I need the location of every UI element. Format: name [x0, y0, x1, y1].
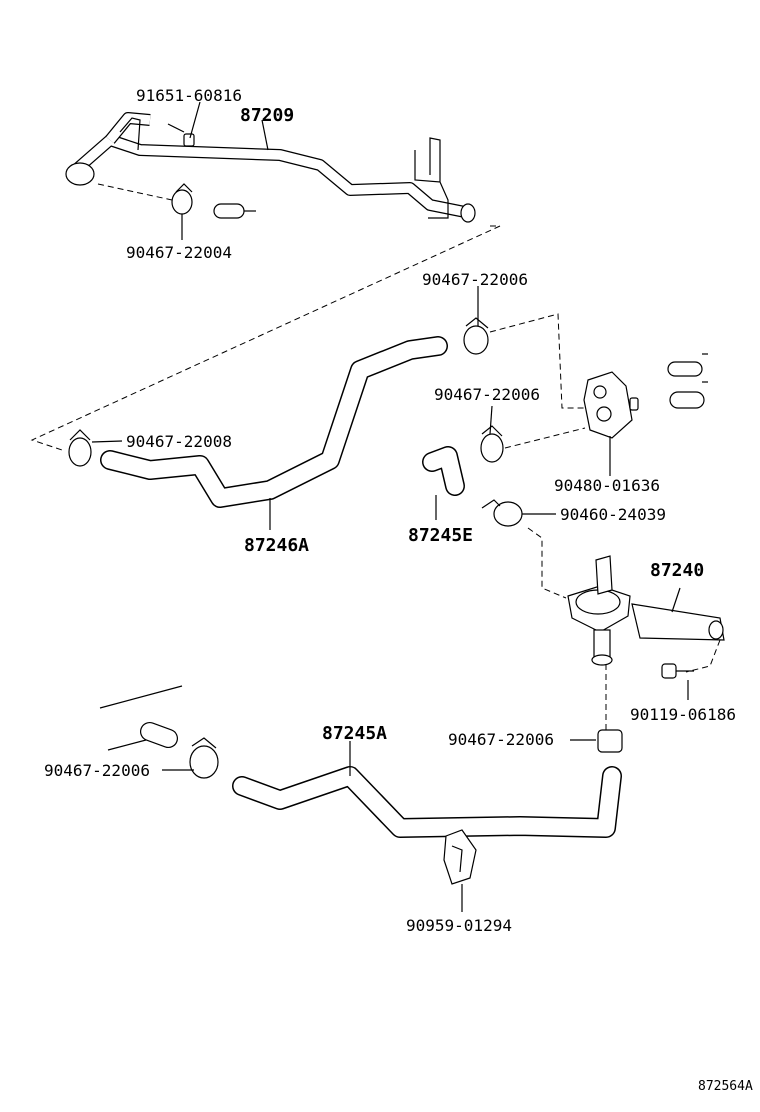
- heater-pipe-87209: [65, 112, 476, 223]
- clip-90959-01294: [443, 829, 477, 885]
- pipe-stubs: [667, 353, 708, 409]
- label-90467-22006-b: 90467-22006: [434, 385, 540, 404]
- label-90119-06186: 90119-06186: [630, 705, 736, 724]
- label-90480-01636: 90480-01636: [554, 476, 660, 495]
- label-90460-24039: 90460-24039: [560, 505, 666, 524]
- water-valve-87240: [567, 555, 725, 666]
- clamp-90467-22004: [171, 183, 193, 215]
- label-87245E: 87245E: [408, 525, 473, 546]
- hose-87245E: [422, 446, 465, 496]
- clamp-90467-22006-upper: [463, 317, 489, 355]
- label-90467-22006-a: 90467-22006: [422, 270, 528, 289]
- hose-end-stub: [213, 203, 256, 219]
- label-87240: 87240: [650, 560, 704, 581]
- label-91651-60816: 91651-60816: [136, 86, 242, 105]
- pipe-stub-lower: [99, 685, 183, 751]
- clamp-90467-22006-lower: [189, 737, 219, 779]
- label-90467-22006-c: 90467-22006: [448, 730, 554, 749]
- label-90467-22004: 90467-22004: [126, 243, 232, 262]
- bolt-90119-06186: [661, 663, 694, 679]
- label-87245A: 87245A: [322, 723, 387, 744]
- clamp-90467-22006-valve: [597, 729, 623, 753]
- label-87209: 87209: [240, 105, 294, 126]
- hose-87245A: [232, 766, 622, 838]
- clip-90460-24039: [481, 499, 523, 527]
- label-90467-22008: 90467-22008: [126, 432, 232, 451]
- hose-87246A: [100, 336, 448, 508]
- grommet-90480-01636: [583, 371, 639, 439]
- label-87246A: 87246A: [244, 535, 309, 556]
- diagram-reference-code: 872564A: [698, 1079, 753, 1094]
- label-90959-01294: 90959-01294: [406, 916, 512, 935]
- label-90467-22006-d: 90467-22006: [44, 761, 150, 780]
- clamp-90467-22006-middle: [480, 425, 504, 463]
- clamp-90467-22008: [68, 429, 92, 467]
- bolt-91651-60816: [167, 123, 195, 147]
